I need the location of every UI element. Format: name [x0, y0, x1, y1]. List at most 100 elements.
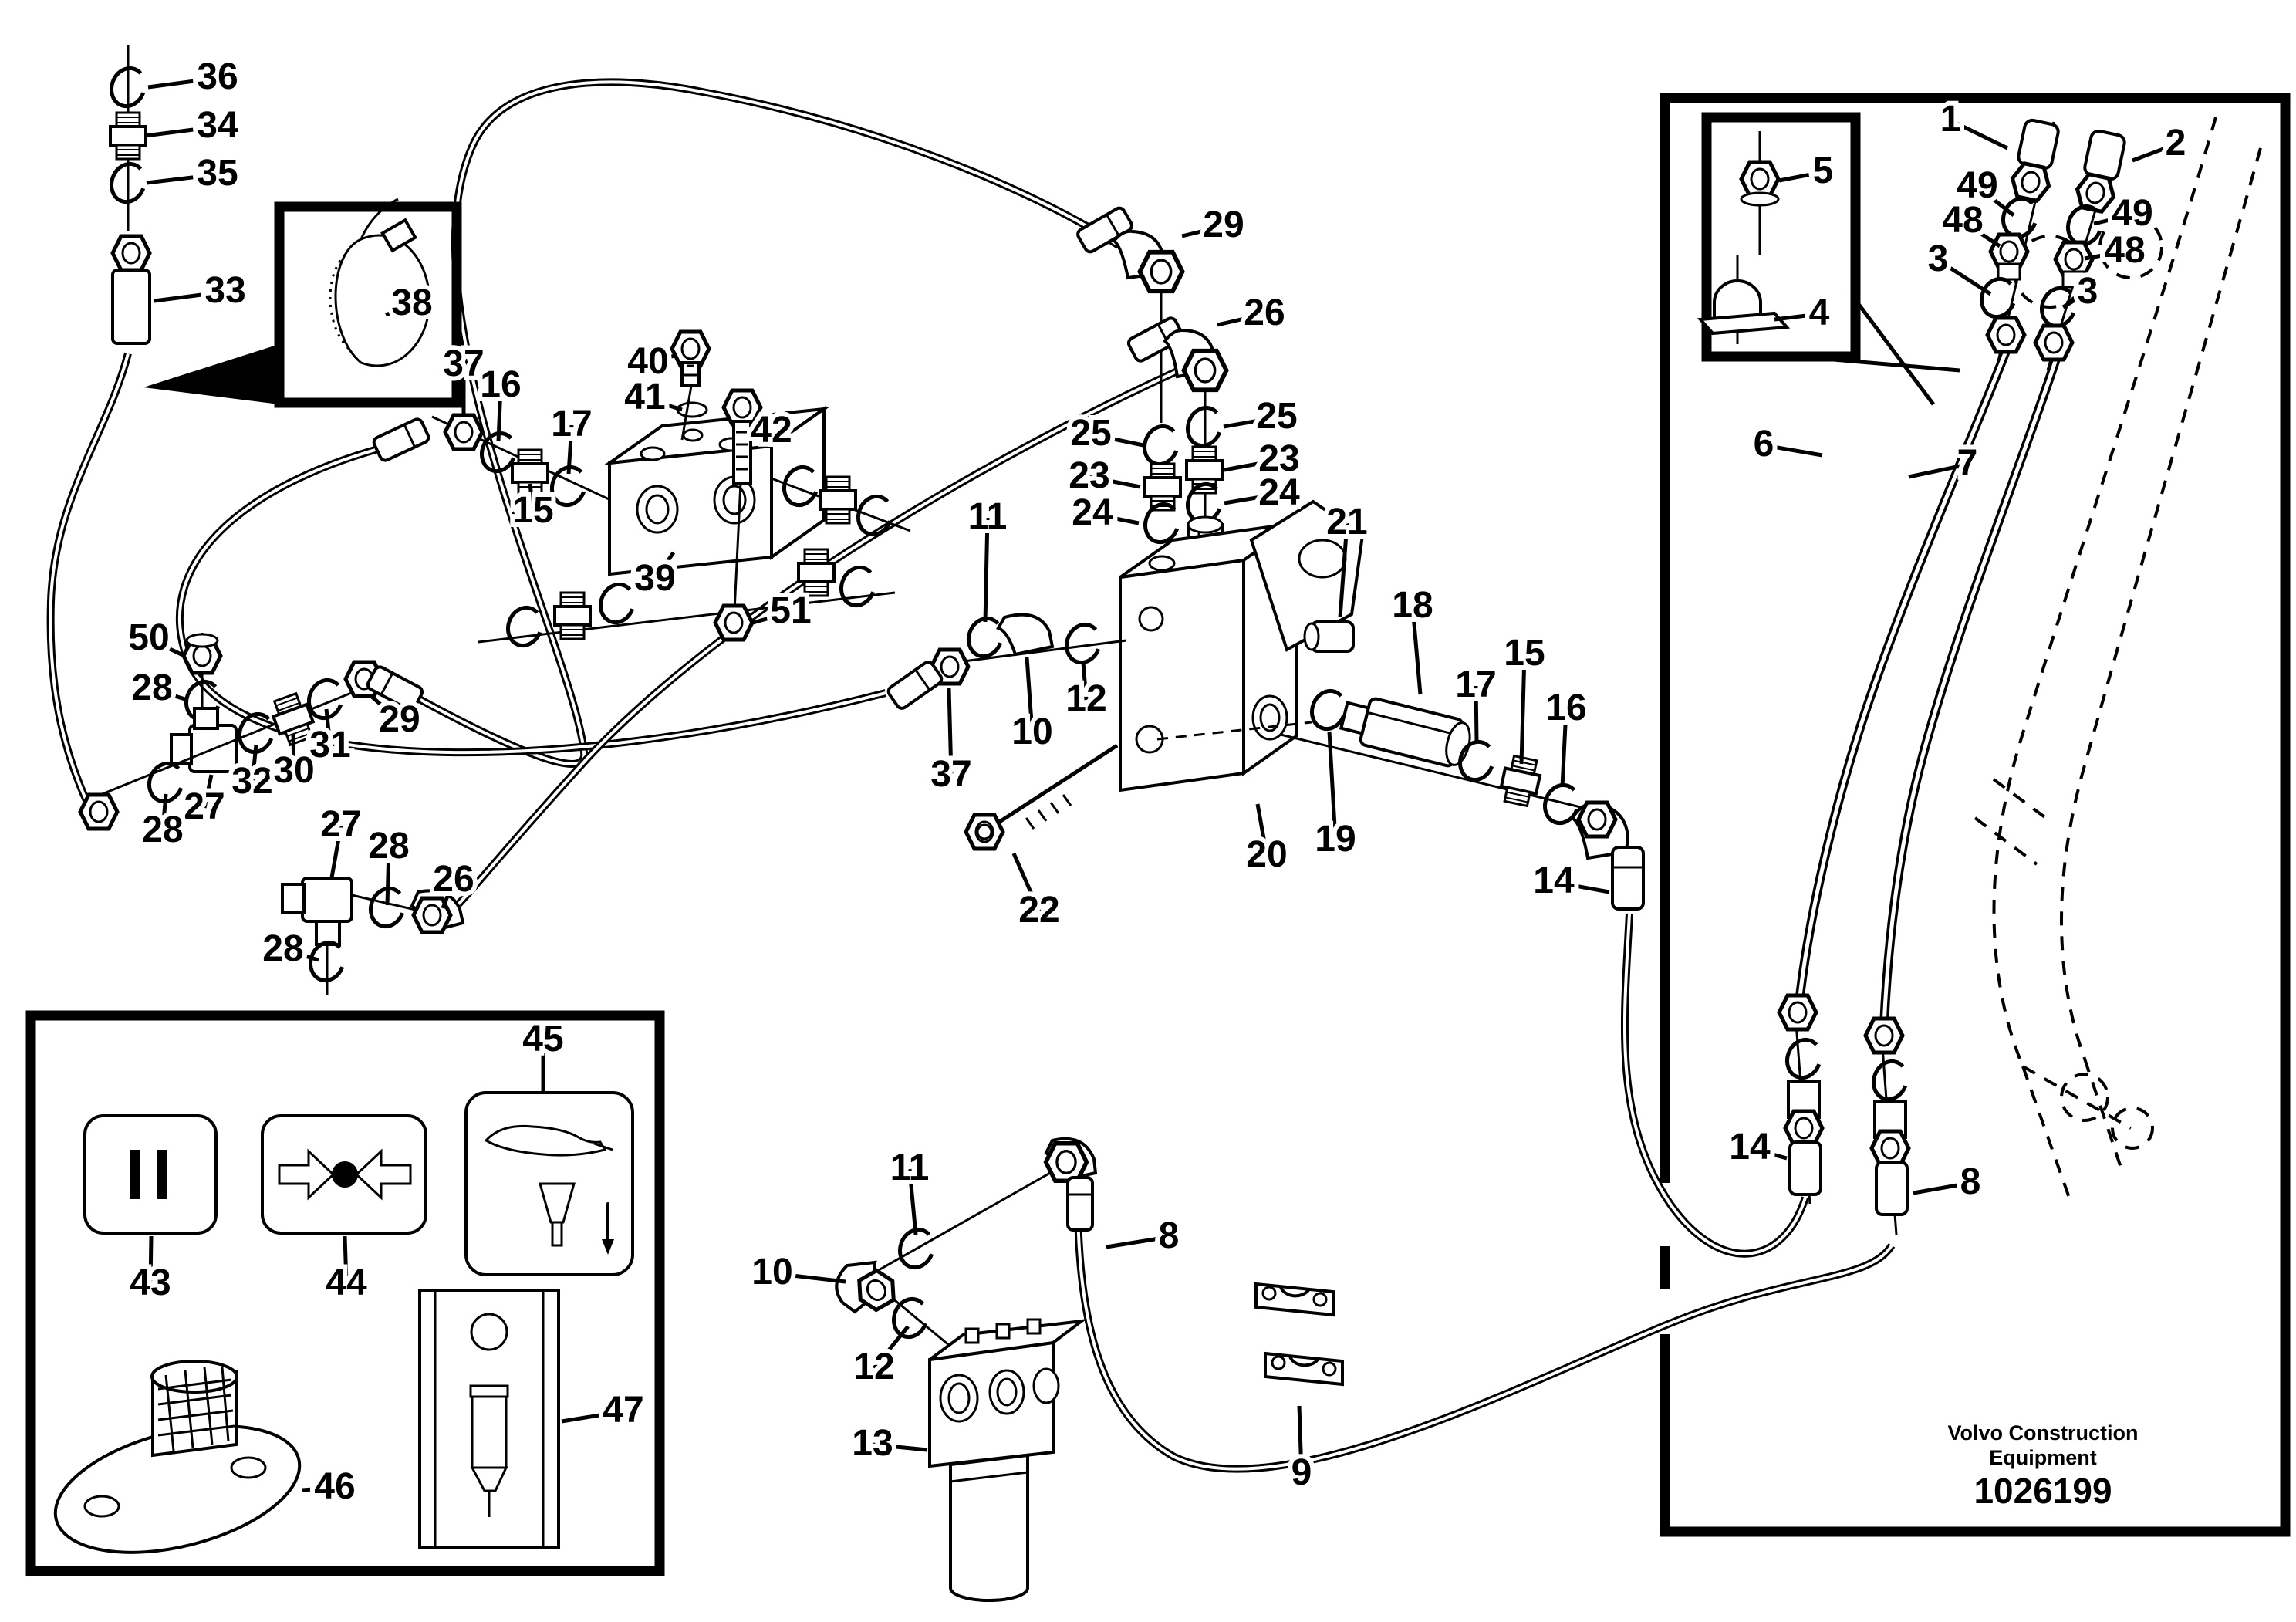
- callout-35: 35: [146, 148, 243, 198]
- callout-leader: [1410, 606, 1423, 695]
- callout-24: 24: [1067, 488, 1140, 538]
- callout-leader: [1011, 852, 1042, 913]
- part-number-10: 10: [751, 1252, 792, 1293]
- part-number-14: 14: [1533, 860, 1575, 901]
- o-ring-lower-right: [836, 563, 880, 610]
- callout-leader: [147, 76, 218, 90]
- tee-27b-bottom-stub: [315, 920, 341, 946]
- part-number-46: 46: [314, 1466, 355, 1507]
- callout-leader: [1519, 654, 1527, 765]
- part-number-21: 21: [1326, 502, 1367, 542]
- fitting-stack-33-36: [106, 45, 151, 345]
- callout-leader: [1949, 118, 2009, 150]
- block-39-right: [770, 406, 826, 560]
- callout-8: 8: [1913, 1157, 1985, 1207]
- hose-ferrule-37b: [884, 658, 946, 712]
- callout-23: 23: [1224, 434, 1305, 484]
- callout-leader: [1913, 1181, 1971, 1195]
- callout-leader: [1089, 475, 1141, 489]
- part-number-2: 2: [2166, 123, 2186, 164]
- elbow-29-nut: [1140, 252, 1182, 292]
- filter-port-right: [1032, 1367, 1060, 1404]
- callout-42: 42: [746, 405, 796, 455]
- hose-14: [1620, 913, 1809, 1258]
- callout-leader: [561, 1409, 624, 1424]
- pipe-7-nut: [2035, 326, 2072, 360]
- part-number-25: 25: [1256, 396, 1297, 437]
- callout-20: 20: [1241, 803, 1292, 880]
- part-number-34: 34: [197, 105, 238, 146]
- part-number-29: 29: [379, 699, 420, 740]
- callout-37: 37: [438, 339, 489, 417]
- callout-leader: [2061, 290, 2089, 309]
- callout-leader: [947, 688, 954, 776]
- callout-26: 26: [428, 854, 479, 909]
- callout-16: 16: [1541, 683, 1592, 788]
- callout-leader: [250, 744, 258, 783]
- callout-leader: [282, 948, 319, 962]
- callout-leader: [1090, 432, 1144, 448]
- clamp-9-upper: [1254, 1282, 1335, 1316]
- part-number-42: 42: [751, 410, 792, 451]
- part-number-28: 28: [142, 809, 183, 850]
- callout-48: 48: [1937, 195, 2001, 248]
- callout-28: 28: [363, 821, 414, 906]
- coupler-18-thread: [1339, 701, 1371, 735]
- part-number-27: 27: [320, 804, 361, 845]
- part-number-33: 33: [204, 270, 245, 311]
- callout-14: 14: [1528, 856, 1610, 906]
- callout-leader: [1217, 312, 1265, 327]
- valve-block-assembly: [884, 403, 1645, 911]
- part-number-23: 23: [1069, 455, 1109, 496]
- inset-box-38: [144, 198, 462, 408]
- callout-leader: [1223, 415, 1278, 429]
- nipple-upper-right: [819, 475, 857, 525]
- callout-leader: [1224, 492, 1280, 505]
- part-number-5: 5: [1813, 150, 1834, 191]
- o-ring-25L: [1140, 421, 1183, 468]
- callout-leader: [1961, 219, 2001, 248]
- callout-leader: [873, 1325, 910, 1370]
- part-number-3: 3: [1928, 238, 1949, 279]
- callout-46: 46: [302, 1461, 360, 1512]
- callout-1: 1: [1936, 94, 2009, 150]
- callout-leader: [1255, 803, 1269, 857]
- part-number-22: 22: [1018, 890, 1059, 931]
- right-box-border: [1660, 93, 2291, 1537]
- callout-34: 34: [144, 100, 243, 150]
- callout-37: 37: [926, 688, 977, 799]
- callout-leader: [1553, 880, 1610, 894]
- bolt-42-shaft: [732, 420, 752, 485]
- callout-leader: [1224, 458, 1280, 472]
- o-ring-3R: [2037, 283, 2081, 330]
- fitting-33-body: [111, 269, 151, 345]
- part-number-24: 24: [1258, 472, 1300, 513]
- callout-18: 18: [1387, 580, 1438, 695]
- part-number-12: 12: [1065, 678, 1106, 719]
- callout-25: 25: [1223, 391, 1302, 441]
- part-number-7: 7: [1957, 443, 1978, 484]
- fitting-48L-thread: [1997, 262, 2021, 281]
- part-number-14: 14: [1729, 1127, 1771, 1168]
- part-number-30: 30: [273, 750, 314, 791]
- part-number-37: 37: [930, 754, 971, 795]
- callout-leader: [1327, 731, 1338, 841]
- callout-leader: [566, 424, 574, 475]
- pipe6-bottom-ring: [1782, 1035, 1826, 1082]
- part-number-45: 45: [522, 1019, 563, 1059]
- tee-27a-top-stub: [193, 707, 219, 730]
- part-number-32: 32: [231, 761, 272, 802]
- part-number-36: 36: [197, 56, 238, 97]
- callout-leader: [291, 733, 296, 772]
- strainer-46: [53, 1360, 302, 1554]
- washer-5: [1740, 191, 1780, 207]
- callout-39: 39: [630, 551, 680, 603]
- part-number-44: 44: [326, 1262, 367, 1303]
- callout-leader: [1908, 462, 1968, 479]
- callout-11: 11: [964, 492, 1011, 623]
- part-number-48: 48: [2104, 230, 2145, 271]
- callout-leader: [983, 517, 990, 623]
- callout-13: 13: [847, 1418, 928, 1468]
